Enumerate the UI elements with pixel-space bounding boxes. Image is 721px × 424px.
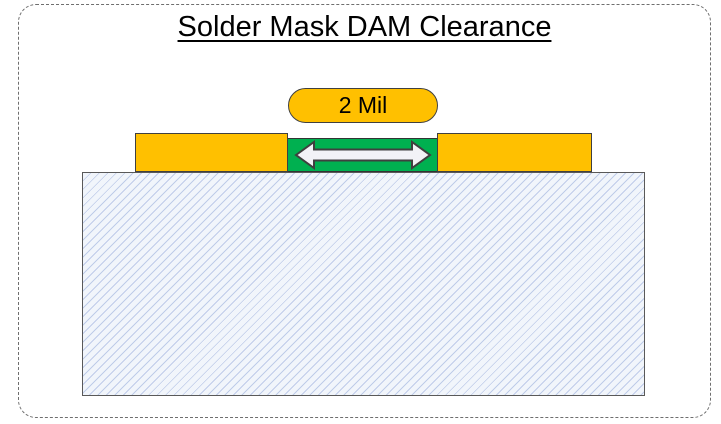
- clearance-value-badge: 2 Mil: [288, 88, 438, 123]
- diagram-title: Solder Mask DAM Clearance: [177, 11, 552, 43]
- solder-mask-dam: [287, 138, 438, 172]
- pcb-substrate: [82, 172, 645, 396]
- clearance-value-label: 2 Mil: [338, 92, 388, 118]
- double-arrow-icon: [293, 140, 432, 170]
- copper-pad-right: [437, 133, 592, 172]
- copper-pad-left: [135, 133, 288, 172]
